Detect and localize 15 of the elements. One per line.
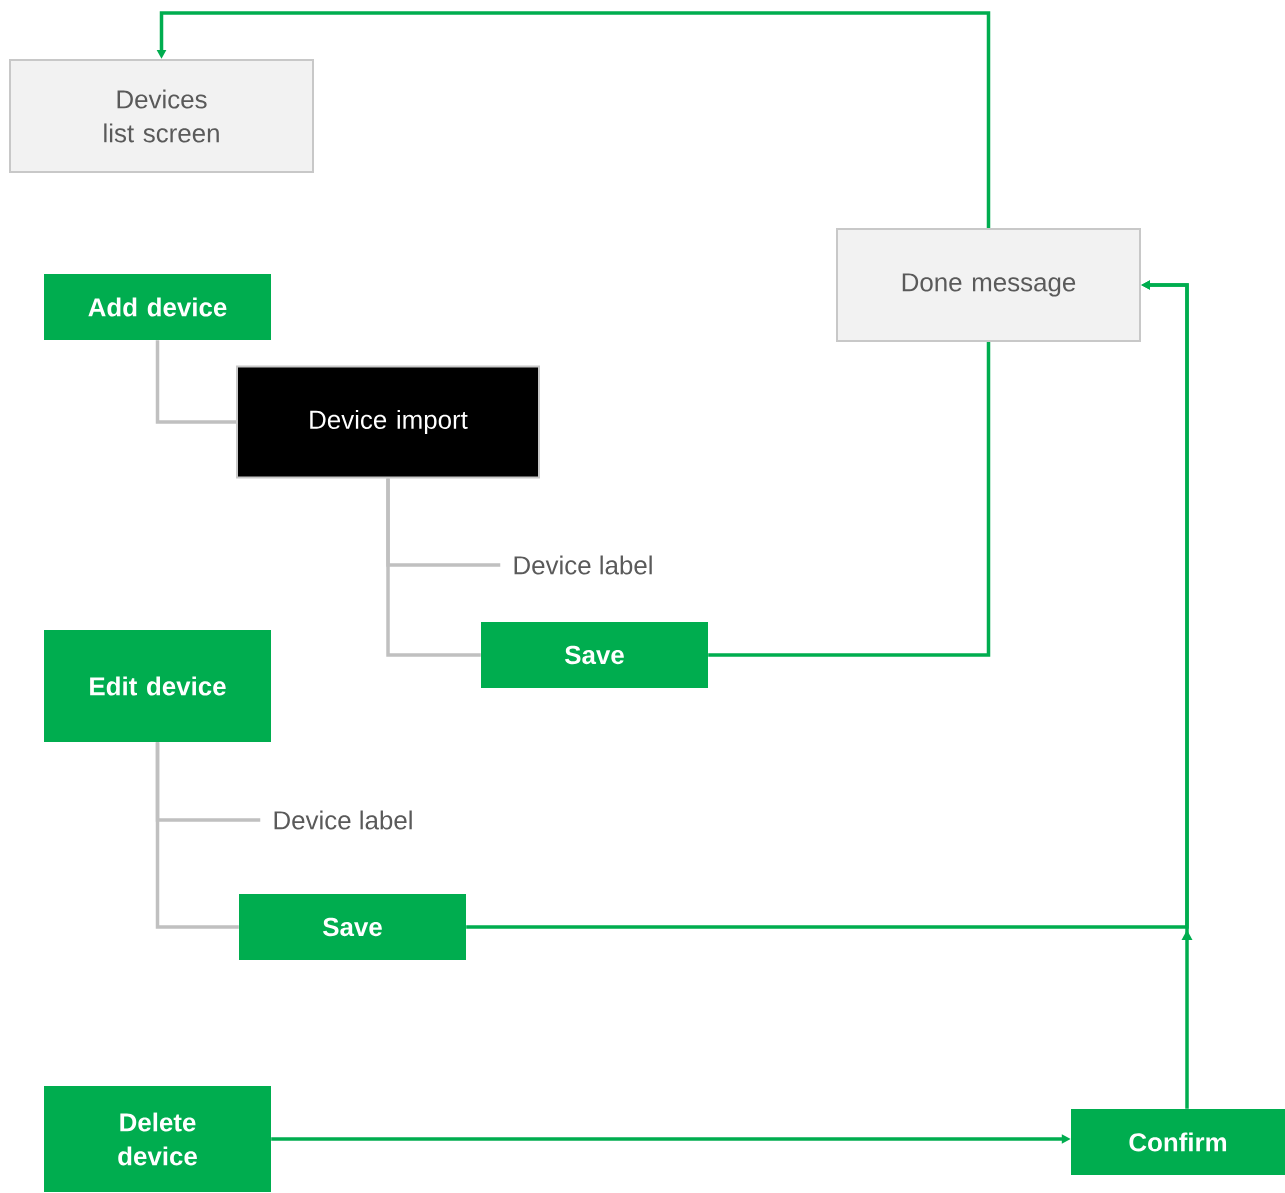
action-button: Delete device <box>44 1086 271 1192</box>
connector-line <box>386 478 481 657</box>
screen-box: Devices list screen <box>9 59 314 173</box>
field-label: Device label <box>274 810 412 830</box>
action-button: Save <box>481 622 708 688</box>
connector-line <box>708 342 991 657</box>
screen-box: Device import <box>236 365 540 479</box>
connector-line <box>155 742 239 929</box>
action-button: Add device <box>44 274 271 340</box>
screen-box: Done message <box>836 228 1141 342</box>
action-button: Edit device <box>44 630 271 742</box>
action-button: Save <box>239 894 466 960</box>
connector-line <box>155 340 236 424</box>
action-button: Confirm <box>1071 1109 1285 1175</box>
field-label: Device label <box>514 555 652 575</box>
